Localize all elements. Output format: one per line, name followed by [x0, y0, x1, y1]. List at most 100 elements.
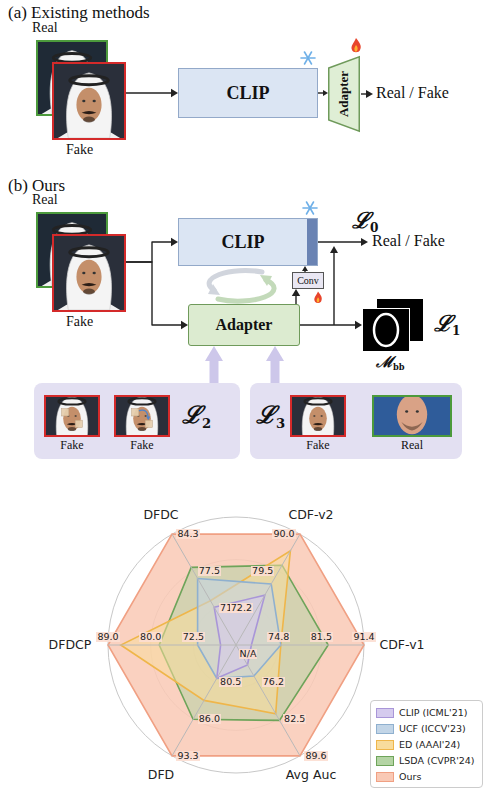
legend-text: LSDA (CVPR'24) — [399, 755, 475, 766]
eye — [93, 100, 96, 102]
fake-photo — [52, 234, 126, 312]
flame-inner — [354, 45, 357, 52]
legend-box: CLIP (ICML'21)UCF (ICCV'23)ED (AAAI'24)L… — [370, 700, 483, 788]
clip-encoder: CLIP — [178, 68, 318, 118]
patch — [132, 409, 139, 416]
tick-label: 93.3 — [176, 751, 199, 761]
block-label: CLIP — [221, 232, 264, 253]
tick-label: 72.5 — [182, 632, 205, 642]
image-label: Fake — [66, 142, 93, 158]
axis-label: DFDC — [143, 508, 178, 522]
photo — [46, 397, 98, 435]
face-image: Real — [372, 395, 452, 437]
tick-label: 80.0 — [139, 632, 162, 642]
subscript: 2 — [202, 416, 211, 431]
tick-label: 77.5 — [198, 566, 221, 576]
patch — [75, 420, 82, 427]
beard — [314, 427, 322, 431]
agal — [58, 398, 85, 404]
photo — [116, 397, 168, 435]
connector-line — [126, 242, 172, 262]
trapezoid-shape — [329, 57, 360, 132]
photo — [374, 397, 450, 435]
block-label: Conv — [297, 275, 319, 287]
legend-swatch — [376, 756, 394, 766]
tick-label: 72.2 — [230, 603, 253, 613]
arrow-head — [355, 321, 362, 329]
input-image-stack: RealFake — [36, 40, 126, 140]
mask-ring — [362, 308, 410, 352]
cycle-arrows — [208, 270, 274, 301]
photo-background — [54, 64, 124, 138]
cycle-head — [260, 275, 272, 286]
feature-strip — [307, 219, 317, 265]
legend-swatch — [376, 708, 394, 718]
arrow-head — [171, 238, 178, 246]
swap-head — [146, 417, 150, 421]
icon-stroke — [307, 202, 314, 214]
legend-row: LSDA (CVPR'24) — [376, 752, 477, 768]
caption-text: (b) Ours — [8, 176, 65, 196]
connector — [205, 346, 223, 383]
connector — [266, 346, 284, 383]
caption-text: (a) Existing methods — [8, 3, 150, 23]
icon-stroke — [305, 52, 312, 64]
image-label: Real — [32, 20, 58, 36]
face-image: Fake — [290, 395, 346, 437]
connector — [300, 321, 362, 329]
tick-label: 89.6 — [304, 751, 327, 761]
connector — [126, 262, 188, 329]
icon-stroke — [307, 202, 314, 214]
clip-encoder: CLIP — [178, 218, 318, 266]
agal — [53, 226, 90, 235]
arrow-head — [205, 346, 223, 361]
mask-label: ℳbb — [376, 354, 405, 372]
tick-label: 84.3 — [176, 529, 199, 539]
face-image: Fake — [114, 395, 170, 437]
legend-text: ED (AAAI'24) — [399, 739, 460, 750]
agal — [304, 398, 331, 404]
adapter-block: Adapter — [188, 304, 300, 346]
head — [397, 397, 427, 434]
adapter-block: Adapter — [328, 56, 360, 132]
headdress — [56, 397, 88, 435]
beard — [83, 289, 95, 295]
photo-background — [54, 236, 124, 310]
caption-text: Real / Fake — [376, 84, 449, 102]
eye — [405, 410, 408, 412]
axis-label: Avg Auc — [286, 768, 336, 782]
eye — [82, 100, 85, 102]
face-illustration — [374, 397, 450, 435]
mustache — [82, 283, 97, 286]
subscript: 1 — [452, 324, 460, 338]
arrow-line — [318, 241, 362, 242]
axis-label: CDF-v2 — [289, 508, 334, 522]
tick-label: 81.5 — [310, 632, 333, 642]
method-polygon — [121, 551, 291, 714]
image-label: Real — [401, 439, 423, 453]
image-label: Fake — [306, 439, 329, 453]
axis-label: CDF-v1 — [380, 638, 425, 652]
loss-label: ℒ2 — [182, 401, 211, 431]
axis-spoke — [172, 645, 236, 756]
eye — [93, 272, 96, 274]
connector — [318, 90, 328, 96]
image-label: Fake — [60, 439, 83, 453]
flame-outer — [314, 292, 321, 303]
method-polygon — [108, 534, 364, 756]
beard — [83, 117, 95, 123]
agal — [128, 398, 155, 404]
mustache — [313, 423, 323, 425]
headdress — [302, 397, 334, 435]
flame-icon — [314, 292, 321, 303]
patch — [62, 409, 69, 416]
grid-ring — [108, 517, 364, 773]
arrow-head — [266, 346, 284, 361]
mask-image: ℳbb — [362, 298, 424, 352]
connector-line — [271, 358, 280, 383]
legend-swatch — [376, 772, 394, 782]
loss-label: ℒ1 — [434, 311, 460, 339]
block-label: Adapter — [216, 316, 273, 334]
axis-spoke — [172, 534, 236, 645]
